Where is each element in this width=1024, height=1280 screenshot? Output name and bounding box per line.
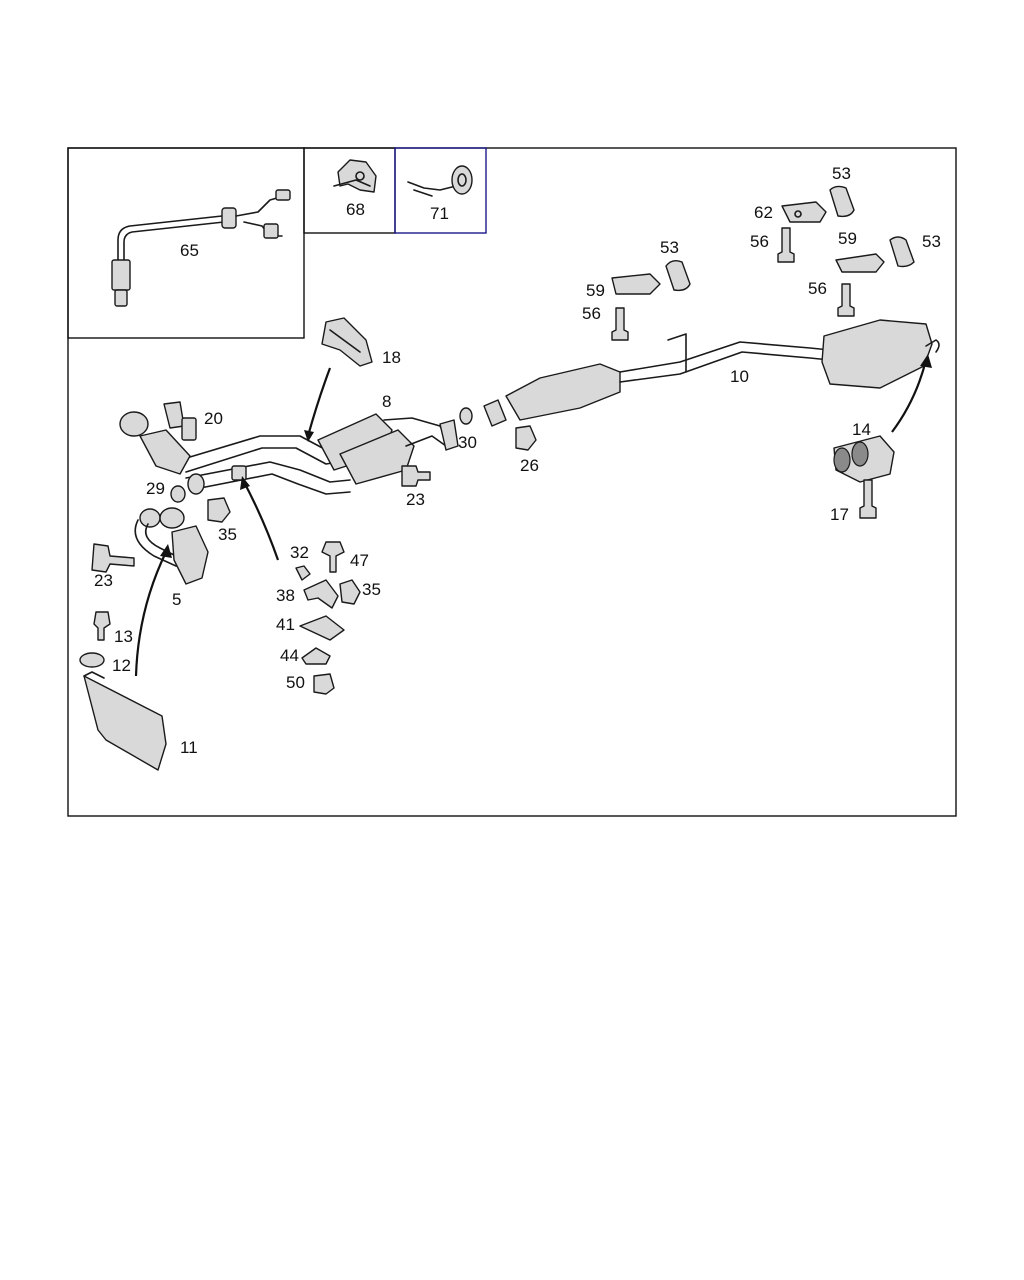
washer-12: [79, 652, 105, 668]
heat-shield-18: [304, 317, 373, 442]
bolt-17: [859, 479, 877, 519]
callout-56b: 56: [808, 279, 827, 298]
callout-26: 26: [520, 456, 539, 475]
plate-41: [299, 615, 345, 641]
callout-11: 11: [180, 738, 198, 757]
callout-47: 47: [350, 551, 369, 570]
rubber-mount-53b: [889, 236, 915, 268]
flange-20: [119, 411, 149, 437]
callout-14: 14: [852, 420, 871, 439]
callout-17: 17: [830, 505, 849, 524]
nut-35b: [339, 579, 361, 605]
bolt-47: [321, 541, 345, 573]
callout-56a: 56: [750, 232, 769, 251]
callout-53c: 53: [660, 238, 679, 257]
callout-10: 10: [730, 367, 749, 386]
bracket-62: [781, 201, 827, 223]
rear-hangers: [611, 185, 915, 341]
catalytic-converter-5: [91, 465, 247, 677]
callout-50: 50: [286, 673, 305, 692]
mid-pipe-10: [459, 319, 940, 451]
callout-13: 13: [114, 627, 133, 646]
callout-44: 44: [280, 646, 299, 665]
bracket-59b: [611, 273, 661, 295]
gasket-29: [170, 485, 186, 503]
callout-29: 29: [146, 479, 165, 498]
callout-12: 12: [112, 656, 131, 675]
bolt-23a: [91, 543, 135, 573]
rubber-mount-53c: [665, 259, 691, 292]
inset-71-frame: [394, 147, 487, 234]
bracket-68: [333, 159, 377, 193]
nut-50: [313, 673, 335, 695]
callout-30: 30: [458, 433, 477, 452]
callout-59b: 59: [586, 281, 605, 300]
tail-pipe-14: [833, 354, 932, 519]
callout-8: 8: [382, 392, 391, 411]
bolt-56c: [611, 307, 629, 341]
callout-38: 38: [276, 586, 295, 605]
main-frame: [67, 147, 957, 817]
callout-35b: 35: [362, 580, 381, 599]
callout-35a: 35: [218, 525, 237, 544]
callout-32: 32: [290, 543, 309, 562]
clamp-71: [407, 165, 473, 197]
heat-shield-11: [79, 611, 167, 771]
callout-56c: 56: [582, 304, 601, 323]
callout-53a: 53: [832, 164, 851, 183]
sensor-inset-frame: [67, 147, 305, 339]
plate-44: [301, 647, 331, 665]
diagram-frames: [67, 147, 957, 817]
bracket-59a: [835, 253, 885, 273]
front-pipe-8: [119, 401, 459, 495]
nut-35a: [207, 497, 231, 523]
bolt-20: [181, 417, 197, 441]
bolt-56b: [837, 283, 855, 317]
oxygen-sensor-65: [111, 189, 291, 307]
callout-53b: 53: [922, 232, 941, 251]
bracket-38: [303, 579, 339, 609]
bolt-56a: [777, 227, 795, 263]
callout-41: 41: [276, 615, 295, 634]
rubber-mount-53a: [829, 185, 855, 218]
bracket-clip: [231, 465, 247, 481]
nut-26: [515, 425, 537, 451]
callout-5: 5: [172, 590, 181, 609]
clip-32: [295, 565, 311, 581]
callout-62: 62: [754, 203, 773, 222]
callout-68: 68: [346, 200, 365, 219]
callout-labels: 65 68 71 53 62 56 59 53 53 59 56 56 18 8…: [94, 164, 941, 757]
hardware-cluster: [240, 476, 361, 695]
callout-65: 65: [180, 241, 199, 260]
bolt-23b: [401, 465, 431, 487]
callout-23a: 23: [406, 490, 425, 509]
callout-71: 71: [430, 204, 449, 223]
rear-muffler: [821, 319, 933, 389]
callout-20: 20: [204, 409, 223, 428]
callout-59a: 59: [838, 229, 857, 248]
callout-18: 18: [382, 348, 401, 367]
gasket-30: [459, 407, 473, 425]
bolt-13: [93, 611, 111, 641]
callout-23b: 23: [94, 571, 113, 590]
